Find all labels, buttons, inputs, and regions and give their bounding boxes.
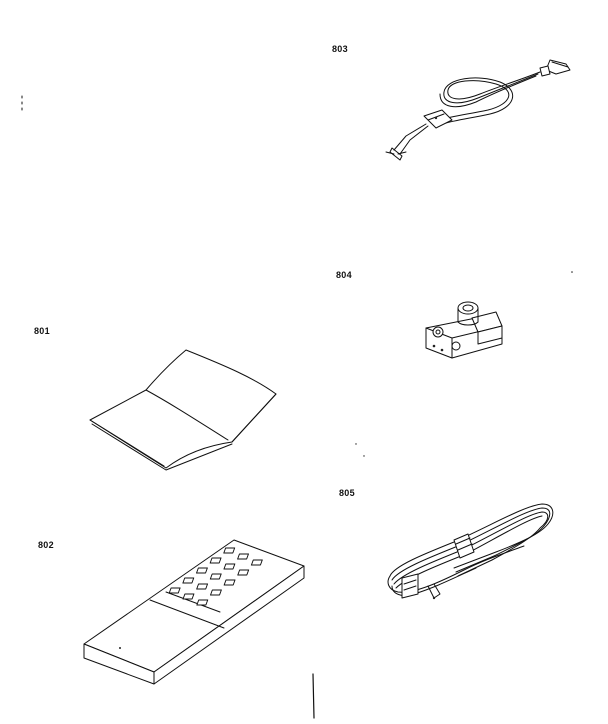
label-801: 801 (34, 326, 50, 336)
instruction-manual-icon (89, 349, 277, 471)
label-803: 803 (332, 44, 348, 54)
remote-keypad (168, 547, 263, 606)
ribbon-cable-icon (387, 503, 554, 600)
antenna-adapter-icon (425, 301, 503, 359)
power-cord-icon (385, 59, 571, 161)
remote-control-icon (83, 539, 305, 685)
label-805: 805 (339, 488, 355, 498)
label-804: 804 (336, 270, 352, 280)
label-802: 802 (38, 540, 54, 550)
